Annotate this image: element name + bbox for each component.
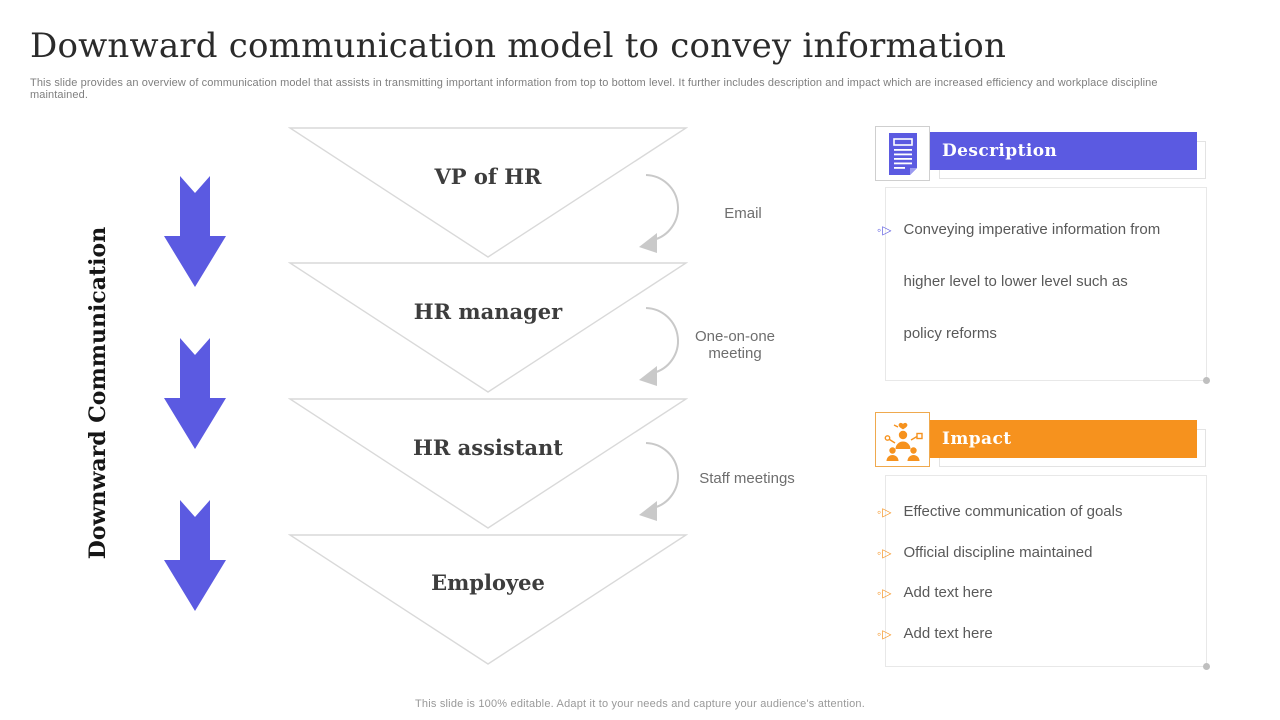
curved-arrow-icon <box>639 442 679 521</box>
funnel-level-shape <box>288 398 688 529</box>
panel-icon-box <box>875 126 930 181</box>
bullet-marker-icon: ◦▷ <box>877 223 893 237</box>
funnel-level-label: HR assistant <box>413 435 563 460</box>
bullet-item: ◦▷ Conveying imperative information from… <box>877 204 1163 360</box>
funnel-level-label: HR manager <box>413 299 563 324</box>
panel-title: Description <box>942 141 1058 161</box>
downward-arrow-icon <box>164 500 226 611</box>
bullet-marker-icon: ◦▷ <box>877 505 893 519</box>
connector-label: Staff meetings <box>699 470 795 487</box>
funnel-level-shape <box>288 534 688 665</box>
panel-title: Impact <box>942 429 1012 449</box>
bullet-marker-icon: ◦▷ <box>877 546 893 560</box>
downward-arrow-icon <box>164 338 226 449</box>
bullet-item: ◦▷ Effective communication of goals <box>877 503 1123 521</box>
document-icon <box>888 132 917 175</box>
corner-dot <box>1203 663 1210 670</box>
bullet-text: Official discipline maintained <box>903 544 1093 561</box>
panel-body: ◦▷ Effective communication of goals ◦▷ O… <box>877 475 1210 670</box>
panel-icon-box <box>875 412 930 467</box>
panel-body: ◦▷ Conveying imperative information from… <box>877 187 1210 384</box>
funnel-level-label: Employee <box>431 570 545 595</box>
corner-dot <box>1203 377 1210 384</box>
bullet-item: ◦▷ Official discipline maintained <box>877 544 1092 562</box>
funnel-level-label: VP of HR <box>434 164 542 189</box>
curved-arrow-icon <box>639 307 679 386</box>
bullet-text: Add text here <box>903 625 993 642</box>
bullet-item: ◦▷ Add text here <box>877 584 993 602</box>
bullet-marker-icon: ◦▷ <box>877 586 893 600</box>
page-title: Downward communication model to convey i… <box>30 26 1007 66</box>
bullet-text: Effective communication of goals <box>903 503 1123 520</box>
slide-subtitle: This slide provides an overview of commu… <box>30 77 1158 101</box>
bullet-text: Conveying imperative information from hi… <box>903 221 1161 342</box>
funnel-level-shape <box>288 262 688 393</box>
connector-label: One-on-one meeting <box>694 328 776 362</box>
bullet-marker-icon: ◦▷ <box>877 627 893 641</box>
connector-label: Email <box>724 205 762 222</box>
people-network-icon <box>884 422 923 461</box>
curved-arrow-icon <box>639 174 679 253</box>
panel-header: Description <box>930 132 1197 170</box>
bullet-text: Add text here <box>903 584 993 601</box>
funnel-level-shape <box>288 127 688 258</box>
slide-footer: This slide is 100% editable. Adapt it to… <box>415 698 865 710</box>
downward-arrow-icon <box>164 176 226 287</box>
bullet-item: ◦▷ Add text here <box>877 625 993 643</box>
panel-header: Impact <box>930 420 1197 458</box>
side-axis-label: Downward Communication <box>85 226 111 560</box>
